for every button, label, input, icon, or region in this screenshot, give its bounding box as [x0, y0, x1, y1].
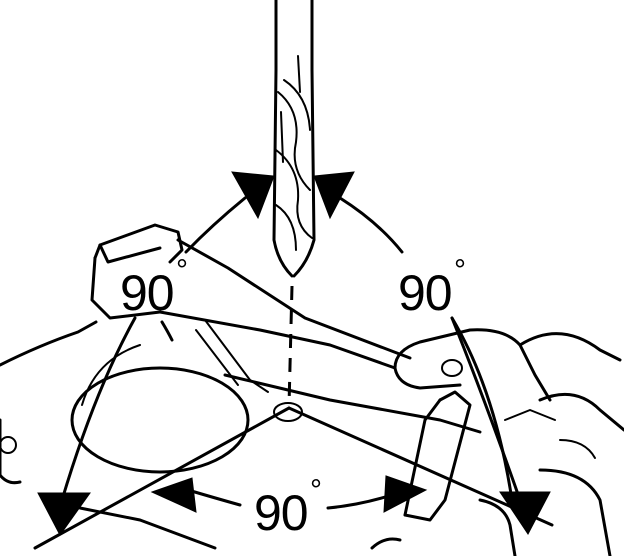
- arrow-head-bottom-left: [37, 492, 91, 536]
- reference-line-right: [287, 406, 554, 527]
- bore-opening: [70, 366, 250, 474]
- angle-label-bottom: 90 °: [254, 474, 322, 541]
- arc-upper-right-top: [338, 196, 404, 254]
- arrow-head-drill-right: [313, 171, 355, 220]
- reference-line-left: [33, 406, 291, 550]
- angle-value-bottom: 90: [254, 485, 308, 541]
- angle-unit-bottom: °: [310, 474, 322, 507]
- angle-value-upper-right: 90: [398, 265, 452, 321]
- angle-unit-upper-right: °: [454, 254, 466, 287]
- left-bolt-hole: [0, 436, 17, 454]
- arrow-head-bottom-arc-right: [383, 475, 428, 513]
- arrow-head-bottom-right: [499, 491, 551, 535]
- arrowheads: [37, 171, 551, 536]
- angle-label-upper-left: 90 °: [120, 254, 188, 321]
- surface-reference-lines: [33, 406, 554, 550]
- right-boss-hole: [441, 359, 463, 377]
- arc-bottom-left: [186, 488, 242, 507]
- arrow-head-bottom-arc-left: [150, 477, 197, 513]
- housing-casting: [0, 223, 624, 556]
- angle-value-upper-left: 90: [120, 265, 174, 321]
- angle-label-upper-right: 90 °: [398, 254, 466, 321]
- drill-axis-centerline: [287, 285, 294, 407]
- arc-right-descending: [450, 316, 514, 502]
- drill-bit: [272, 0, 316, 278]
- angle-unit-upper-left: °: [176, 254, 188, 287]
- angle-arcs: [60, 196, 522, 510]
- arc-upper-left-top: [184, 196, 247, 254]
- arrow-head-drill-left: [231, 171, 275, 220]
- arc-bottom-right: [326, 493, 394, 510]
- arc-left-descending: [60, 316, 137, 502]
- drill-target-hole: [273, 402, 303, 422]
